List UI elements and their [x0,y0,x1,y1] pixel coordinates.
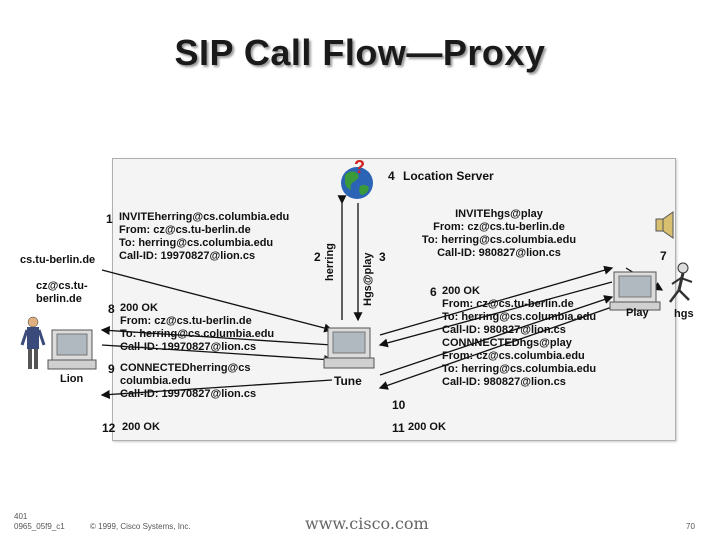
step-10-number: 10 [392,398,406,412]
arrow-step-11 [378,306,613,390]
location-server-label: Location Server [403,169,494,183]
step-11-number: 11 [392,421,405,435]
left-domain-label: cs.tu-berlin.de [20,254,96,266]
tune-computer-icon [323,327,375,369]
footer-copyright: © 1999, Cisco Systems, Inc. [90,522,191,531]
slide-title: SIP Call Flow—Proxy [174,32,546,73]
step-9-number: 9 [108,362,115,376]
user-figure-icon [20,316,46,369]
hgs-play-label: Hgs@play [362,252,374,306]
step-9-message: CONNECTEDherring@cs columbia.edu Call-ID… [120,362,257,400]
play-computer-icon [609,271,661,311]
step-6-message: 200 OK From: cz@cs.tu-berlin.de To: herr… [442,285,597,388]
arrow-step-6 [378,281,613,348]
herring-label: herring [324,243,336,281]
step-4-number: 4 [388,169,395,183]
step-12-number: 12 [102,421,116,435]
step-3-number: 3 [379,250,386,264]
globe-icon [341,167,373,199]
footer-codes: 401 0965_05f9_c1 [14,512,65,531]
arrow-step-9 [101,344,334,365]
footer-url: www.cisco.com [305,514,429,533]
arrow-step-10 [379,295,614,376]
step-7-number: 7 [660,249,667,263]
step-12-message: 200 OK [122,421,160,433]
step-11-message: 200 OK [408,421,446,433]
lion-computer-icon [47,329,97,370]
question-mark: ? [354,157,365,177]
step-1-message: INVITEherring@cs.columbia.edu From: cz@c… [119,211,290,262]
diagram-panel [112,158,676,441]
arrow-step-12 [100,379,333,400]
lion-label: Lion [60,373,84,385]
arrow-step-8 [100,325,333,346]
step-6-number: 6 [430,285,437,299]
speaker-icon [655,211,674,239]
arrow-step-5 [379,265,614,336]
step-2-number: 2 [314,250,321,264]
step-1-number: 1 [106,212,113,226]
page-number: 70 [686,522,695,531]
arrow-step-1 [101,269,334,333]
running-person-icon [669,262,693,303]
play-label: Play [626,307,649,319]
left-user-label: cz@cs.tu- berlin.de [36,280,88,305]
step-8-message: 200 OK From: cz@cs.tu-berlin.de To: herr… [120,302,275,353]
step-5-message: INVITEhgs@play From: cz@cs.tu-berlin.de … [421,208,577,259]
step-8-number: 8 [108,302,115,316]
tune-label: Tune [334,374,362,388]
hgs-label: hgs [674,308,694,320]
